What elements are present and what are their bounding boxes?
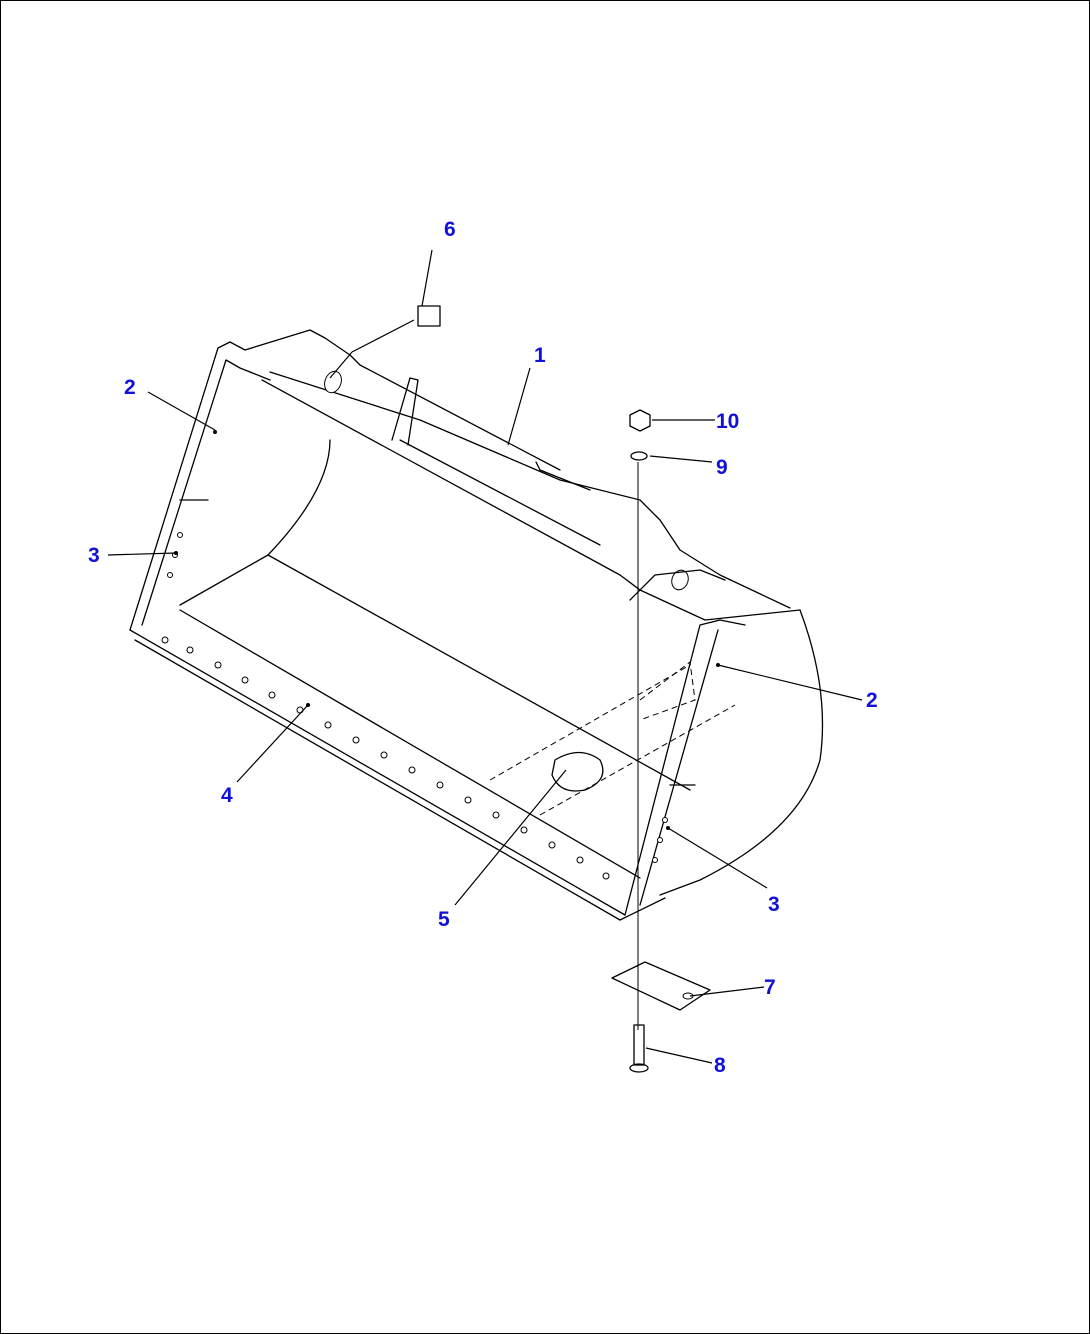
callout-6: 6 — [444, 218, 456, 241]
callout-5: 5 — [438, 908, 450, 931]
nut-part-10 — [629, 409, 651, 432]
bolt-part-8 — [633, 1024, 645, 1066]
callout-2: 2 — [124, 376, 136, 399]
plate-part-6 — [417, 249, 441, 327]
cutting-edge-holes — [161, 532, 668, 880]
callout-2: 2 — [866, 689, 878, 712]
callout-10: 10 — [716, 410, 739, 433]
leader-lines — [107, 319, 863, 1064]
callout-3: 3 — [88, 544, 100, 567]
callout-8: 8 — [714, 1054, 726, 1077]
callout-9: 9 — [716, 456, 728, 479]
plate-part-7 — [611, 961, 711, 1011]
callout-labels: 6 1 2 10 9 3 2 4 5 3 7 8 — [88, 218, 878, 1077]
callout-7: 7 — [764, 976, 776, 999]
washer-part-9 — [630, 451, 648, 461]
callout-1: 1 — [534, 344, 546, 367]
callout-4: 4 — [221, 784, 233, 807]
fastener-stack — [611, 409, 711, 1073]
callout-3: 3 — [768, 893, 780, 916]
